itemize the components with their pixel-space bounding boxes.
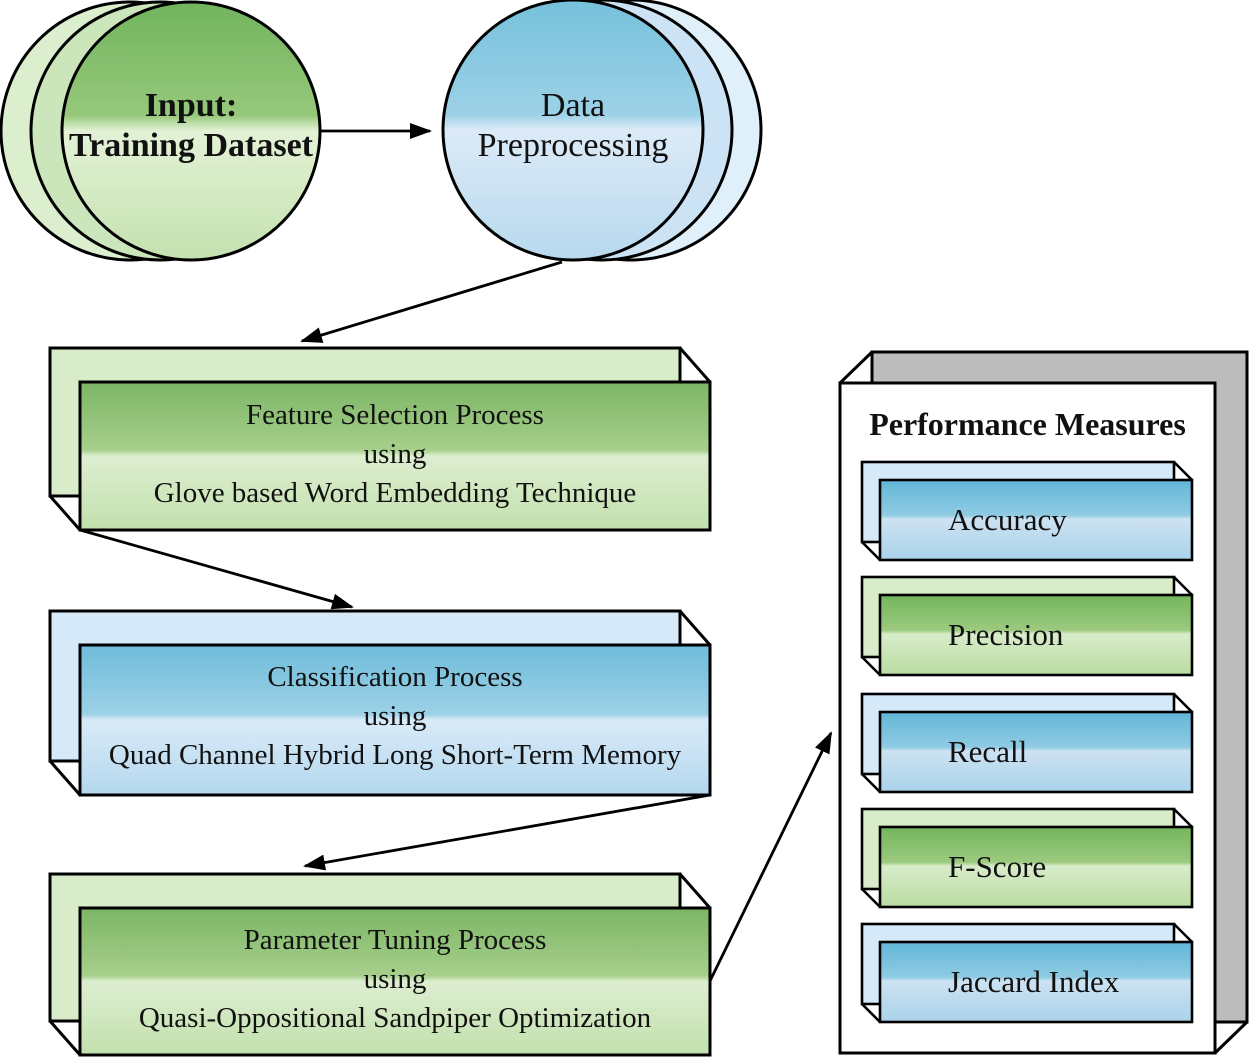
measure-label-jaccard-index: Jaccard Index <box>948 964 1120 999</box>
input-circle <box>0 0 322 262</box>
arrow-preprocessing-to-feature <box>300 260 563 343</box>
step-box-parameter-tuning <box>48 872 712 1057</box>
parameter-tuning-line2: using <box>363 963 427 995</box>
performance-panel-title: Performance Measures <box>869 405 1186 442</box>
preprocessing-circle-label: Data Preprocessing <box>423 86 723 166</box>
measure-box-jaccard-index <box>860 922 1194 1024</box>
feature-selection-line2: using <box>363 438 427 470</box>
preprocessing-circle-line2: Preprocessing <box>477 127 669 164</box>
measure-box-precision <box>860 575 1194 677</box>
step-box-classification <box>48 609 712 797</box>
measure-box-f-score <box>860 807 1194 909</box>
measure-box-accuracy <box>860 460 1194 562</box>
input-circle-line2: Training Dataset <box>69 127 313 164</box>
measure-label-recall: Recall <box>948 734 1028 769</box>
preprocessing-circle <box>441 0 763 262</box>
step-box-feature-selection <box>48 346 712 532</box>
feature-selection-line3: Glove based Word Embedding Technique <box>153 477 637 509</box>
feature-selection-label: Feature Selection Process using Glove ba… <box>80 396 710 513</box>
classification-label: Classification Process using Quad Channe… <box>80 658 710 775</box>
measure-label-precision: Precision <box>948 617 1064 652</box>
preprocessing-circle-line1: Data <box>540 87 606 124</box>
input-circle-line1: Input: <box>144 87 238 124</box>
arrow-feature-to-classification <box>79 528 354 610</box>
feature-selection-line1: Feature Selection Process <box>246 399 544 431</box>
classification-line1: Classification Process <box>267 661 523 693</box>
arrow-classification-to-tuning <box>303 793 711 871</box>
classification-line3: Quad Channel Hybrid Long Short-Term Memo… <box>108 739 682 771</box>
input-circle-label: Input: Training Dataset <box>41 86 341 166</box>
parameter-tuning-line3: Quasi-Oppositional Sandpiper Optimizatio… <box>138 1002 652 1034</box>
measure-box-recall <box>860 692 1194 794</box>
arrow-tuning-to-panel <box>708 731 833 982</box>
measure-label-accuracy: Accuracy <box>948 502 1067 537</box>
classification-line2: using <box>363 700 427 732</box>
measure-label-f-score: F-Score <box>948 849 1047 884</box>
parameter-tuning-label: Parameter Tuning Process using Quasi-Opp… <box>80 921 710 1038</box>
parameter-tuning-line1: Parameter Tuning Process <box>243 924 547 956</box>
